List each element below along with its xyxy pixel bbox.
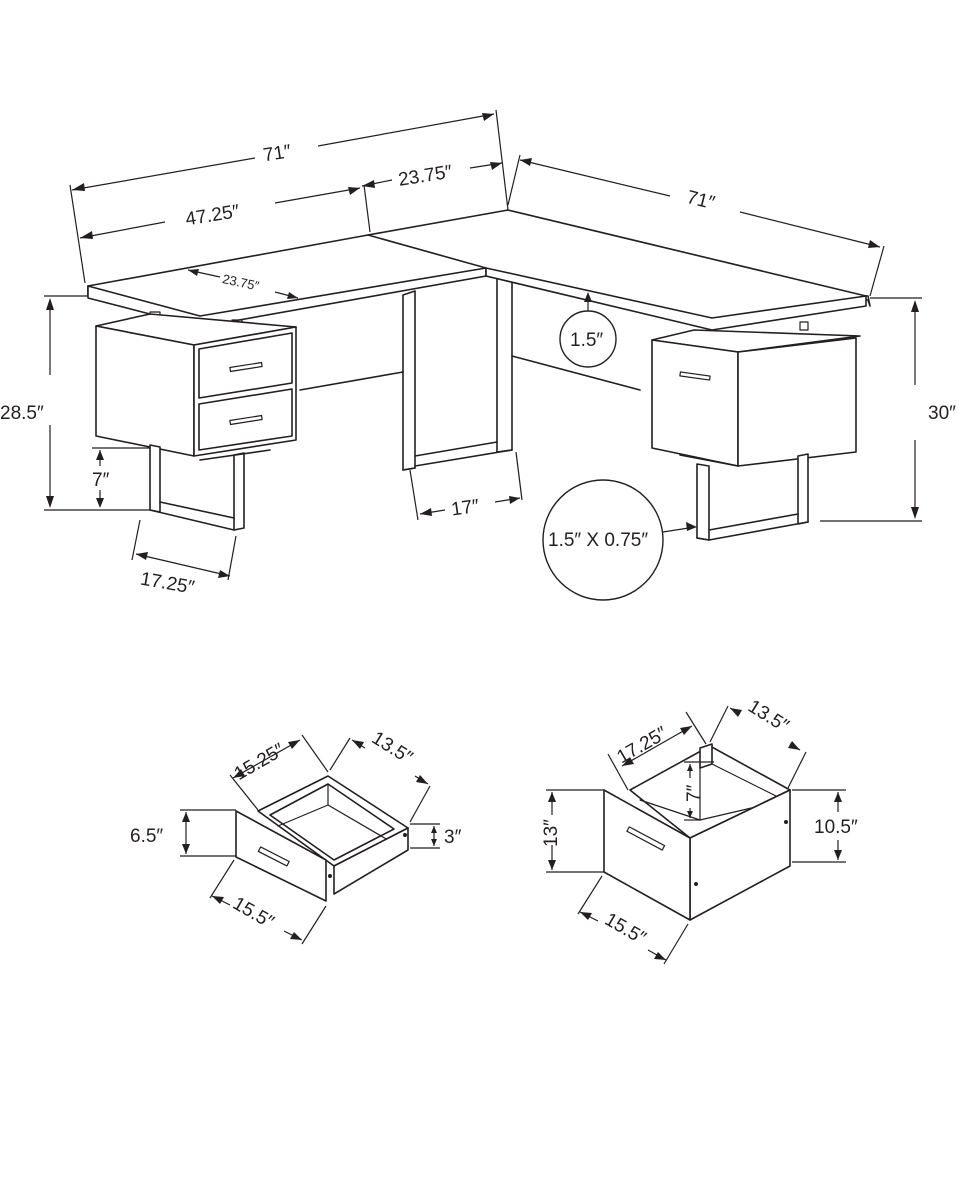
label-file-drawer-front-height: 13″: [541, 819, 562, 847]
small-drawer-dimension-lines: [180, 734, 440, 945]
lower-drawer-front: [198, 388, 293, 451]
file-drawer-handle: [626, 826, 666, 851]
label-center-leg-width: 17″: [450, 496, 481, 521]
label-small-drawer-front-width: 15.5″: [229, 893, 278, 933]
small-drawer-front: [235, 810, 327, 902]
label-total-length-right: 71″: [685, 187, 717, 214]
label-top-thickness: 1.5″: [570, 330, 603, 351]
modesty-panel: [299, 355, 641, 391]
label-total-length-left: 71″: [262, 141, 293, 166]
label-file-drawer-width: 17.25″: [613, 723, 671, 768]
file-drawer-front: [603, 789, 691, 921]
file-drawer-illustration: [603, 743, 791, 921]
right-cabinet: [651, 321, 861, 467]
label-corner-section: 23.75″: [397, 162, 454, 191]
label-height-left: 28.5″: [0, 403, 44, 424]
label-leg-clearance: 7″: [92, 470, 110, 491]
desk-illustration: [87, 209, 871, 541]
label-file-drawer-depth: 13.5″: [744, 696, 792, 737]
small-drawer-handle: [257, 846, 290, 867]
lower-drawer-handle: [229, 414, 263, 426]
label-file-drawer-front-width: 15.5″: [601, 909, 650, 949]
left-leg-frame: [149, 444, 271, 531]
center-leg-frame: [402, 272, 513, 471]
small-drawer-illustration: [235, 775, 409, 902]
left-cabinet: [95, 311, 297, 457]
label-leg-width-left: 17.25″: [139, 569, 196, 599]
label-leg-tube-size: 1.5″ X 0.75″: [548, 530, 648, 551]
label-file-drawer-inner-height: 7″: [684, 784, 705, 802]
label-small-drawer-width: 15.25″: [231, 740, 289, 785]
label-left-section: 47.25″: [184, 201, 241, 230]
desk-labels: 71″ 47.25″ 23.75″ 71″ 23.75″ 28.5″ 7″ 17…: [0, 141, 956, 599]
file-drawer-dimension-lines: [546, 705, 846, 965]
upper-drawer-handle: [229, 361, 263, 373]
desk-top: [87, 209, 871, 331]
leg-tube-callout: [542, 479, 664, 601]
label-small-drawer-depth: 13.5″: [368, 728, 416, 769]
label-file-drawer-side-height: 10.5″: [814, 817, 858, 838]
right-leg-frame: [679, 453, 809, 541]
label-small-drawer-inner-height: 3″: [444, 827, 462, 848]
desk-dimension-lines: [44, 109, 922, 601]
label-height-right: 30″: [928, 403, 956, 424]
file-drawer-handle: [679, 371, 711, 381]
label-small-drawer-front-height: 6.5″: [130, 826, 163, 847]
